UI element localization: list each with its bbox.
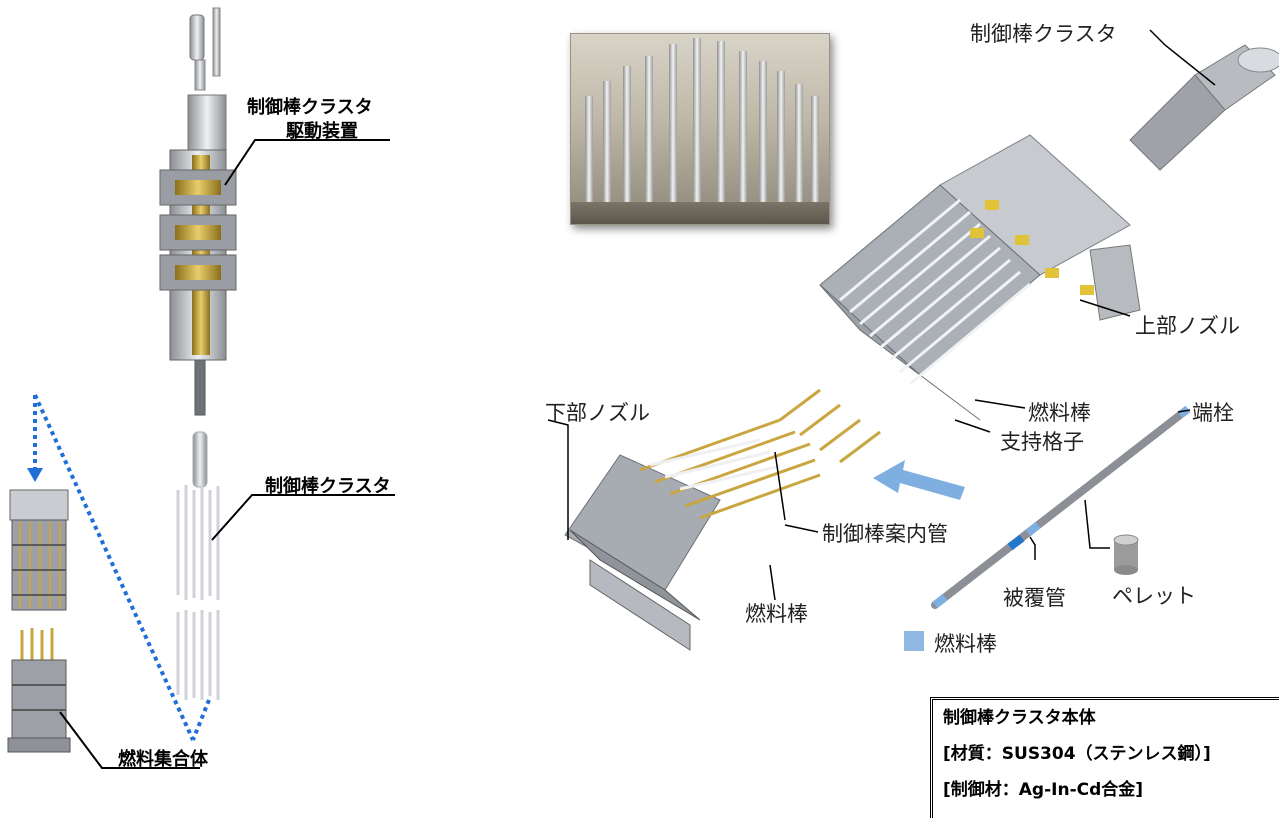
end-plug-label: 端栓 [1192, 401, 1234, 425]
left-exploded-diagram [7, 7, 395, 769]
control-rods-photo [570, 33, 830, 225]
spec-material: [材質：SUS304（ステンレス鋼）] [943, 744, 1211, 764]
lower-fuel-assembly [564, 418, 821, 651]
support-grid-label: 支持格子 [1000, 430, 1084, 454]
fuel-rod-label-lower: 燃料棒 [745, 602, 808, 626]
cluster-spider-shaft [1129, 44, 1279, 171]
drive-mechanism-label-line2: 駆動装置 [286, 121, 358, 142]
right-fuel-assembly-diagram [547, 29, 1279, 651]
fuel-assembly-label: 燃料集合体 [118, 749, 208, 770]
spec-info-box: 制御棒クラスタ本体 [材質：SUS304（ステンレス鋼）] [制御材：Ag-In… [930, 697, 1279, 818]
fuel-rod-label-upper: 燃料棒 [1028, 401, 1091, 425]
pellet-label: ペレット [1112, 584, 1196, 608]
cladding-label: 被覆管 [1003, 586, 1066, 610]
down-arrowhead [27, 468, 43, 482]
insertion-path-arrow [33, 394, 211, 741]
control-rod-cluster [176, 431, 220, 700]
legend-swatch [904, 631, 924, 651]
top-nozzle-label: 上部ノズル [1135, 314, 1240, 338]
drive-mechanism-label-line1: 制御棒クラスタ [247, 97, 373, 118]
insertion-arrow [873, 460, 965, 500]
guide-tube-label: 制御棒案内管 [822, 522, 948, 546]
drive-mechanism [159, 7, 237, 416]
leader-lines-right [547, 29, 1216, 601]
control-rod-cluster-label: 制御棒クラスタ [265, 476, 391, 497]
top-cluster-label: 制御棒クラスタ [970, 22, 1117, 46]
bottom-nozzle-label: 下部ノズル [545, 401, 650, 425]
upper-fuel-assembly [779, 134, 1141, 464]
spec-title: 制御棒クラスタ本体 [943, 708, 1096, 728]
fuel-assembly-small [7, 489, 71, 753]
pellet-icon [1113, 534, 1139, 575]
leader-lines-left [59, 139, 395, 769]
legend-label: 燃料棒 [934, 632, 997, 656]
single-fuel-rod [931, 405, 1191, 609]
spec-control-material: [制御材：Ag-In-Cd合金] [943, 780, 1144, 800]
